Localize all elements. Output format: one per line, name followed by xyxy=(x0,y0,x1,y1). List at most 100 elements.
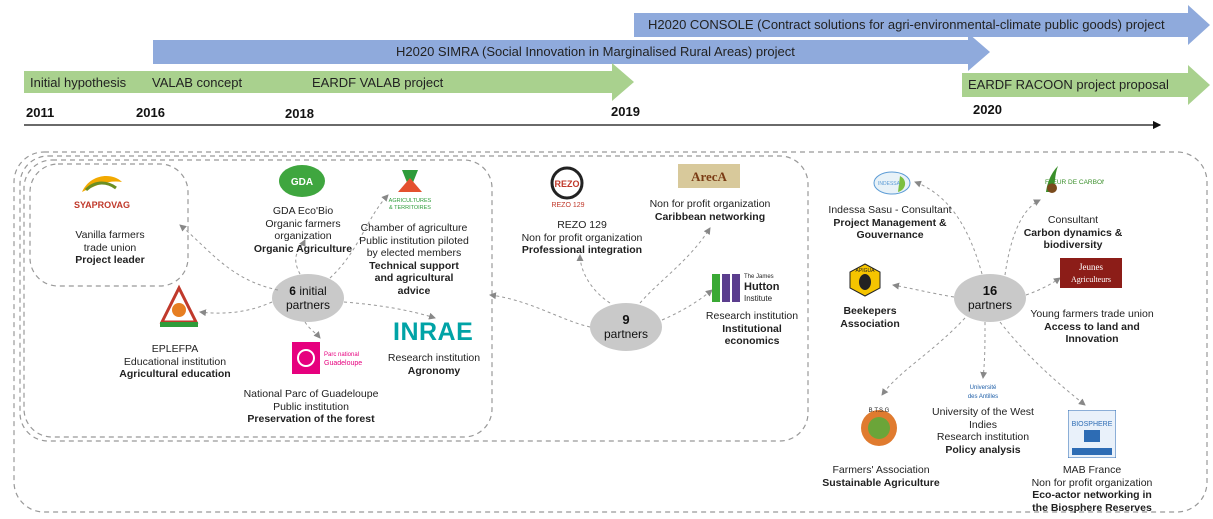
link-6-inrae xyxy=(343,301,436,320)
node-parc: National Parc of Guadeloupe Public insti… xyxy=(236,388,386,426)
simra-bar-label: H2020 SIMRA (Social Innovation in Margin… xyxy=(396,44,795,59)
svg-text:& TERRITOIRES: & TERRITOIRES xyxy=(389,205,431,211)
uwi-line-2: Indies xyxy=(968,418,998,431)
svg-text:INDESSA: INDESSA xyxy=(878,181,901,187)
link-6-parc xyxy=(304,321,321,339)
year-2020: 2020 xyxy=(973,102,1002,117)
rezo-line-1: REZO 129 xyxy=(557,219,607,231)
year-2016: 2016 xyxy=(136,105,165,120)
boundary-16 xyxy=(13,151,1208,513)
hub-sixteen-count: 16 xyxy=(982,283,998,298)
valab-bar xyxy=(24,63,634,101)
link-16-btsg xyxy=(881,317,966,396)
node-jeunes: Young farmers trade union Access to land… xyxy=(1026,308,1158,346)
rezo-line-2: Non for profit organization xyxy=(521,231,643,244)
node-fleur: Consultant Carbon dynamics & biodiversit… xyxy=(1014,214,1132,252)
node-rezo: REZO 129 Non for profit organization Pro… xyxy=(512,219,652,257)
hub-6-ellipse xyxy=(272,274,344,322)
rezo-role: Professional integration xyxy=(521,244,643,256)
link-6-syaprovag xyxy=(179,224,279,291)
valab-label-project: EARDF VALAB project xyxy=(312,75,444,90)
svg-text:Institute: Institute xyxy=(744,294,773,303)
hutton-role-1: Institutional xyxy=(722,322,782,335)
syaprovag-line-1: Vanilla farmers xyxy=(75,229,145,241)
valab-label-concept: VALAB concept xyxy=(152,75,243,90)
hutton-line-1: Research institution xyxy=(705,310,799,322)
parc-role: Preservation of the forest xyxy=(247,413,375,425)
svg-text:FLEUR DE CARBONE: FLEUR DE CARBONE xyxy=(1045,179,1104,186)
racoon-bar xyxy=(962,65,1210,105)
uwi-line-1: University of the West xyxy=(932,406,1034,418)
year-2019: 2019 xyxy=(611,104,640,119)
uwi-line-3: Research institution xyxy=(936,431,1030,443)
valab-label-initial: Initial hypothesis xyxy=(30,75,127,90)
btsg-line-1: Farmers' Association xyxy=(832,464,930,476)
gda-role: Organic Agriculture xyxy=(253,242,353,255)
rezo-logo: REZO xyxy=(548,166,586,200)
inrae-role: Agronomy xyxy=(407,364,461,377)
node-syaprovag: Vanilla farmers trade union Project lead… xyxy=(40,229,180,267)
console-bar-label: H2020 CONSOLE (Contract solutions for ag… xyxy=(648,17,1165,32)
svg-text:Agriculteurs: Agriculteurs xyxy=(1071,275,1111,284)
mab-role-1: Eco-actor networking in xyxy=(1032,489,1152,501)
console-bar xyxy=(634,5,1210,45)
link-9-left xyxy=(489,292,591,328)
node-btsg: Farmers' Association Sustainable Agricul… xyxy=(816,464,946,489)
mab-role-2: the Biosphere Reserves xyxy=(1032,501,1152,514)
svg-text:The James: The James xyxy=(744,274,774,280)
areca-role: Caribbean networking xyxy=(654,210,766,223)
svg-text:Université: Université xyxy=(970,385,997,391)
link-16-jeunes xyxy=(1025,277,1061,296)
fleur-logo: FLEUR DE CARBONE xyxy=(1040,160,1112,196)
gda-logo: GDA xyxy=(278,164,326,198)
eplefpa-line-2: Educational institution xyxy=(123,355,227,368)
mab-line-2: Non for profit organization xyxy=(1031,476,1153,489)
indessa-role-2: Gouvernance xyxy=(856,229,924,241)
gda-line-1: GDA Eco'Bio xyxy=(272,205,334,217)
areca-logo: ArecA xyxy=(678,160,740,190)
mab-line-1: MAB France xyxy=(1062,464,1122,476)
rezo-logo-caption: REZO 129 xyxy=(551,202,585,209)
indessa-logo: INDESSA xyxy=(872,170,912,196)
jeunes-line-1: Young farmers trade union xyxy=(1030,308,1154,320)
syaprovag-line-2: trade union xyxy=(83,241,137,254)
hub-sixteen-text: partners xyxy=(967,298,1013,312)
btsg-role: Sustainable Agriculture xyxy=(822,476,940,489)
svg-text:REZO: REZO xyxy=(554,179,579,189)
jeunes-role-2: Innovation xyxy=(1065,333,1119,345)
boundary-leader xyxy=(29,163,189,287)
eplefpa-line-1: EPLEFPA xyxy=(151,343,199,355)
link-9-areca xyxy=(639,227,711,304)
chamber-line-3: by elected members xyxy=(366,247,462,259)
simra-bar xyxy=(153,33,990,71)
node-indessa: Indessa Sasu - Consultant Project Manage… xyxy=(820,204,960,242)
link-6-eplefpa xyxy=(199,301,273,317)
svg-text:Jeunes: Jeunes xyxy=(1079,262,1103,272)
btsg-logo: B.T.S.G xyxy=(856,404,902,450)
hutton-role-2: economics xyxy=(724,335,780,347)
racoon-bar-label: EARDF RACOON project proposal xyxy=(968,77,1169,92)
jeunes-role-1: Access to land and xyxy=(1044,320,1140,333)
gda-line-2: Organic farmers organization xyxy=(265,217,341,243)
fleur-role-2: biodiversity xyxy=(1043,239,1103,251)
fleur-line-1: Consultant xyxy=(1047,214,1099,226)
boundary-6 xyxy=(23,159,493,438)
hub-16-ellipse xyxy=(954,274,1026,322)
mab-logo: BIOSPHERE xyxy=(1067,409,1117,459)
syaprovag-logo: SYAPROVAG xyxy=(72,170,132,212)
year-2011: 2011 xyxy=(26,105,55,120)
link-16-apigua xyxy=(892,282,955,298)
svg-text:Hutton: Hutton xyxy=(744,281,780,293)
svg-text:GDA: GDA xyxy=(291,177,313,188)
node-eplefpa: EPLEFPA Educational institution Agricult… xyxy=(108,343,242,381)
year-2018: 2018 xyxy=(285,106,314,121)
svg-text:SYAPROVAG: SYAPROVAG xyxy=(74,200,130,210)
indessa-role-1: Project Management & xyxy=(833,216,947,229)
svg-text:ArecA: ArecA xyxy=(691,169,727,184)
inrae-logo: INRAE xyxy=(393,318,474,346)
link-16-indessa xyxy=(914,180,983,275)
indessa-line-1: Indessa Sasu - Consultant xyxy=(828,204,952,216)
